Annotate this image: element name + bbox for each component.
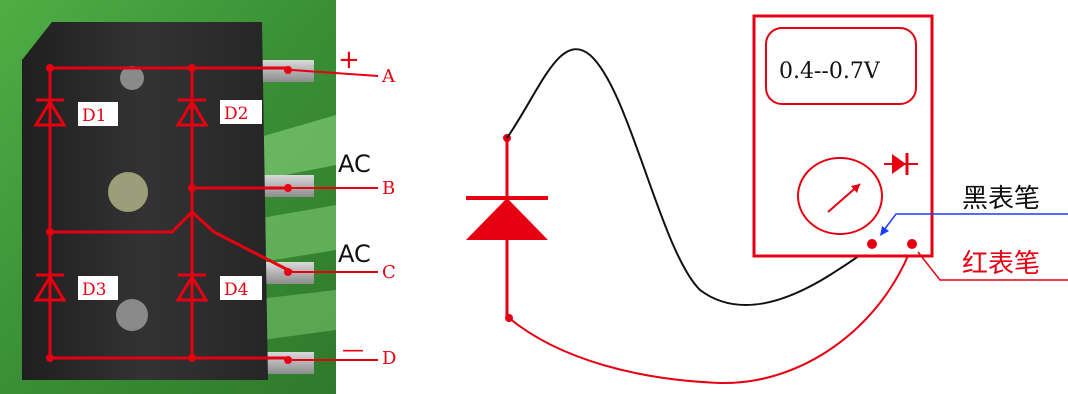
display-reading: 0.4--0.7V bbox=[779, 59, 881, 84]
diode-label-d4: D4 bbox=[224, 280, 248, 300]
diode-test: 0.4--0.7V 黑表笔 红表笔 bbox=[466, 14, 1068, 385]
terminal-letter-d: D bbox=[382, 348, 396, 369]
diode-symbol-d1 bbox=[33, 98, 67, 127]
mold-mark bbox=[120, 66, 144, 90]
dial-pointer-tip bbox=[851, 184, 860, 193]
pcb-trace bbox=[250, 115, 336, 180]
meter-dial bbox=[797, 157, 883, 235]
red-probe-jack bbox=[907, 239, 917, 249]
black-probe-label: 黑表笔 bbox=[962, 184, 1040, 214]
pcb-trace bbox=[250, 290, 336, 340]
terminal-letter-c: C bbox=[382, 262, 396, 283]
terminal-letter-a: A bbox=[381, 66, 396, 87]
black-label-arrowhead bbox=[880, 226, 889, 236]
terminal-sign-c: AC bbox=[338, 240, 371, 268]
terminal-sign-d: — bbox=[342, 338, 364, 363]
multimeter-display bbox=[765, 27, 917, 105]
red-probe-wire bbox=[508, 245, 913, 385]
diode-label-d1: D1 bbox=[82, 106, 106, 126]
terminal-sign-a: + bbox=[338, 45, 360, 75]
mold-mark bbox=[116, 299, 148, 331]
diode-mode-icon bbox=[884, 153, 918, 175]
black-probe-wire bbox=[506, 48, 873, 306]
diode-label-d3: D3 bbox=[82, 280, 106, 300]
terminal-letter-b: B bbox=[382, 178, 395, 199]
terminal-leaders bbox=[291, 69, 379, 361]
red-label-pointer bbox=[917, 251, 1068, 281]
red-probe-label: 红表笔 bbox=[962, 249, 1040, 279]
junction-dots bbox=[46, 64, 292, 364]
mount-hole bbox=[108, 172, 148, 212]
black-label-pointer bbox=[883, 213, 1068, 231]
diode-symbol-d4 bbox=[175, 273, 209, 302]
bridge-photo: D1 D2 D3 D4 + AC AC — A B C D bbox=[0, 0, 396, 394]
diode-symbol-d2 bbox=[175, 98, 209, 127]
diode-label-d2: D2 bbox=[224, 104, 248, 124]
diode-body bbox=[466, 198, 548, 240]
terminal-sign-b: AC bbox=[338, 150, 371, 178]
diode-symbol-d3 bbox=[33, 273, 67, 302]
black-probe-jack bbox=[867, 239, 877, 249]
pcb-trace bbox=[250, 205, 336, 262]
bridge-circuit bbox=[48, 66, 293, 360]
